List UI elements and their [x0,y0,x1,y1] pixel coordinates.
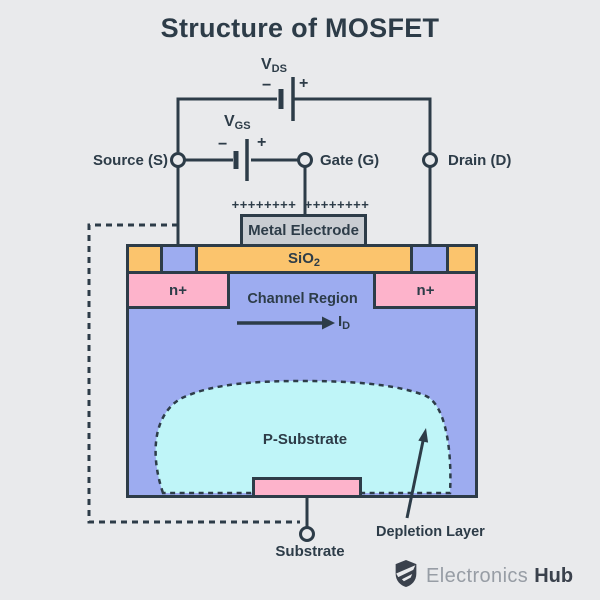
substrate-contact-block [252,477,362,498]
source-contact-via [160,244,198,274]
page-title: Structure of MOSFET [160,13,440,43]
brand-text-bold: Hub [534,564,574,587]
n-plus-right-label: n+ [416,281,435,299]
vgs-voltage-label: VGS [224,113,251,132]
p-substrate-label: P-Substrate [262,431,348,448]
shield-logo-icon [393,559,419,593]
drain-terminal [422,152,438,168]
sio2-label: SiO2 [288,249,320,269]
oxide-block-right [446,244,478,274]
source-terminal-label: Source (S) [92,152,168,169]
vds-minus-sign: − [262,77,272,94]
drain-terminal-label: Drain (D) [448,152,512,169]
n-plus-left-label: n+ [169,281,187,299]
metal-electrode-block: Metal Electrode [240,214,367,247]
vgs-plus-sign: + [257,134,267,151]
vgs-minus-sign: − [218,136,228,153]
sio2-oxide-layer: SiO2 [195,244,413,274]
gate-terminal [297,152,313,168]
gate-charge-plus-row-right: ++++++++ [304,197,370,212]
n-plus-drain-region: n+ [373,271,478,309]
vds-plus-sign: + [299,75,309,92]
drain-current-label: ID [338,313,351,332]
drain-contact-via [410,244,449,274]
channel-region-label: Channel Region [247,291,358,307]
brand-logo: Electronics Hub [393,559,573,593]
substrate-terminal-label: Substrate [275,543,345,560]
substrate-terminal [299,526,315,542]
metal-electrode-label: Metal Electrode [248,222,359,239]
vds-loop-wire-right [293,97,432,152]
gate-charge-plus-row-left: ++++++++ [231,197,297,212]
oxide-block-left [126,244,163,274]
brand-text-regular: Electronics [426,564,529,587]
depletion-layer-label: Depletion Layer [376,524,485,540]
gate-terminal-label: Gate (G) [320,152,380,169]
n-plus-source-region: n+ [126,271,230,309]
source-terminal [170,152,186,168]
vds-voltage-label: VDS [261,56,287,75]
